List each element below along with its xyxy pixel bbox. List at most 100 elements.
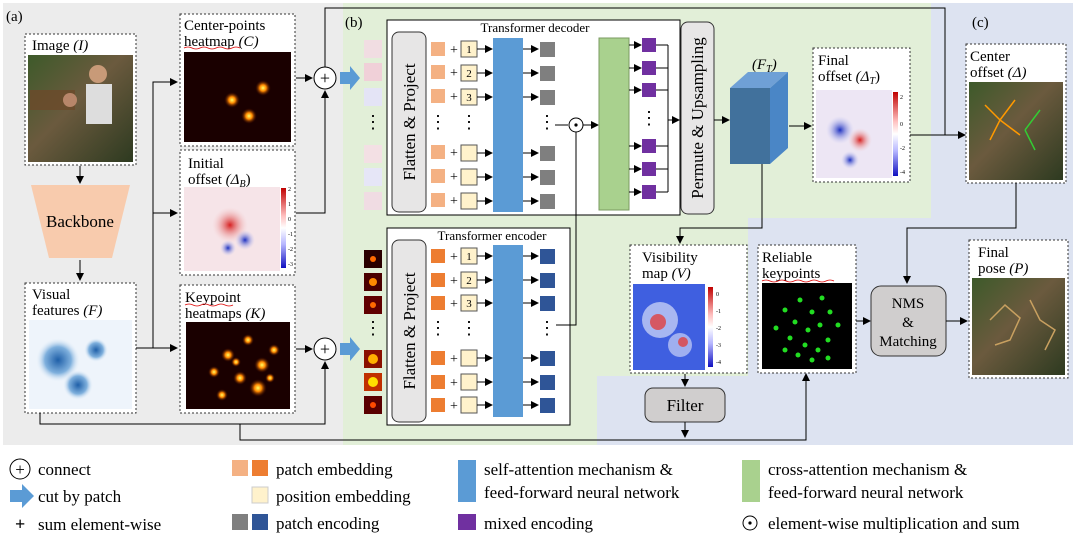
encoder-pos-1: 1	[466, 251, 472, 263]
final-offset-sub: T	[869, 76, 876, 87]
transformer-decoder-label: Transformer decoder	[481, 20, 591, 35]
center-offset-line1: Center	[970, 49, 1010, 65]
svg-text:offset (Δ): offset (Δ)	[970, 65, 1026, 81]
center-heatmap-symbol: (C)	[239, 34, 259, 50]
visibility-map-line1: Visibility	[642, 250, 698, 266]
legend-patch-dark	[252, 460, 268, 476]
keypoints-to-reliable-arrow	[239, 373, 810, 441]
encoder-dots: ⋮	[429, 318, 447, 338]
keypoint-hotspots	[208, 334, 280, 401]
svg-text:+: +	[450, 90, 458, 105]
person-head	[89, 65, 107, 83]
legend-cross-attention-swatch	[742, 460, 760, 502]
final-offset-blob	[848, 128, 872, 152]
filter-label: Filter	[667, 396, 704, 415]
legend-self-attention-2: feed-forward neural network	[484, 483, 680, 502]
initial-offset-symbol: (Δ	[226, 172, 240, 188]
legend-patch-embedding: patch embedding	[276, 460, 393, 479]
svg-text:1: 1	[288, 202, 291, 208]
legend-cut-icon	[10, 484, 34, 508]
center-point	[241, 108, 257, 124]
backbone-label: Backbone	[46, 212, 114, 231]
svg-text:-2: -2	[288, 247, 293, 253]
permute-upsampling-block	[680, 21, 715, 215]
svg-text:offset (ΔB): offset (ΔB)	[188, 172, 251, 190]
offset-to-connect-arrow	[296, 90, 329, 214]
offset-blob	[220, 240, 236, 256]
legend-sum: sum element-wise	[38, 515, 161, 534]
initial-offset-sub: B	[239, 179, 245, 190]
encoder-to-attention-lines	[477, 252, 493, 409]
svg-text:heatmaps (K): heatmaps (K)	[185, 306, 265, 322]
image-label: Image	[32, 38, 70, 54]
cross-output-lines	[629, 41, 642, 196]
keypoint-heatmaps-line1: Keypoint	[185, 290, 242, 306]
legend-mixed-encoding: mixed encoding	[484, 514, 594, 533]
decoder-dots: ⋮	[429, 112, 447, 132]
nms-line3: Matching	[879, 334, 937, 350]
mixed-encodings	[642, 38, 656, 199]
svg-text:+: +	[450, 250, 458, 265]
initial-offset-close: )	[246, 172, 251, 188]
mixed-encoding-dots: ⋮	[640, 108, 658, 128]
final-offset-close: )	[875, 69, 880, 85]
encoder-patch-dots: ⋮	[364, 318, 382, 338]
svg-text:+: +	[450, 170, 458, 185]
legend-mixed-swatch	[458, 514, 476, 530]
svg-text:+: +	[450, 146, 458, 161]
panel-a-label: (a)	[6, 9, 23, 25]
backbone-shape	[31, 185, 130, 258]
cross-attention-block	[598, 37, 630, 211]
svg-text:features (F): features (F)	[32, 303, 102, 319]
encoder-positions	[460, 247, 478, 414]
keypoint-heatmaps-symbol: (K)	[245, 306, 265, 322]
svg-text:+: +	[450, 297, 458, 312]
center-skip-connection	[324, 7, 946, 135]
feature-blob	[36, 338, 80, 382]
center-offset-to-nms-arrow	[903, 183, 1017, 284]
decoder-patch-dots: ⋮	[364, 112, 382, 132]
svg-text:2: 2	[900, 95, 903, 101]
svg-text:offset (ΔT): offset (ΔT)	[818, 69, 880, 87]
svg-text:+: +	[320, 339, 330, 359]
final-offset-blob	[826, 116, 854, 144]
encoder-dots: ⋮	[460, 318, 478, 338]
cut-by-patch-arrow-top	[340, 66, 360, 90]
nms-line1: NMS	[892, 296, 925, 312]
final-offset-symbol: (Δ	[856, 69, 870, 85]
encoder-patch-encodings	[540, 249, 555, 413]
center-offset-vectors	[984, 99, 1021, 141]
legend-position-swatch	[251, 486, 269, 504]
nms-line2: &	[902, 315, 914, 331]
legend-elementwise-mult: element-wise multiplication and sum	[768, 514, 1020, 533]
mixed-to-permute-lines	[656, 44, 680, 193]
center-heatmap-line1: Center-points	[184, 18, 266, 34]
decoder-encoding-dots: ⋮	[538, 112, 556, 132]
legend-patch-light	[232, 460, 248, 476]
feature-blob	[63, 370, 93, 400]
decoder-pos-1: 1	[466, 44, 472, 56]
svg-text:Image (I): Image (I)	[32, 38, 88, 54]
bench-shape	[30, 90, 75, 110]
final-offset-line2: offset	[818, 69, 853, 85]
ft-cube	[730, 72, 788, 164]
decoder-dots: ⋮	[460, 112, 478, 132]
center-offset-symbol: (Δ)	[1008, 65, 1027, 81]
final-pose-line1: Final	[978, 245, 1009, 261]
cut-by-patch-arrow-bottom	[340, 337, 360, 361]
legend-position-embedding: position embedding	[276, 487, 411, 506]
svg-text:-1: -1	[288, 232, 293, 238]
reliable-keypoints-line1: Reliable	[762, 250, 812, 266]
visibility-colorbar	[708, 287, 713, 367]
initial-offset-line1: Initial	[188, 156, 224, 172]
panel-b-label: (b)	[345, 15, 363, 31]
ft-sub: T	[766, 64, 773, 75]
decoder-patches	[364, 40, 382, 210]
encoder-patches	[364, 250, 382, 414]
child-head	[63, 93, 77, 107]
decoder-pos-2: 2	[466, 68, 472, 80]
legend-cross-attention-1: cross-attention mechanism &	[768, 460, 967, 479]
decoder-flatten-project	[391, 31, 427, 213]
feature-blob	[84, 338, 108, 362]
